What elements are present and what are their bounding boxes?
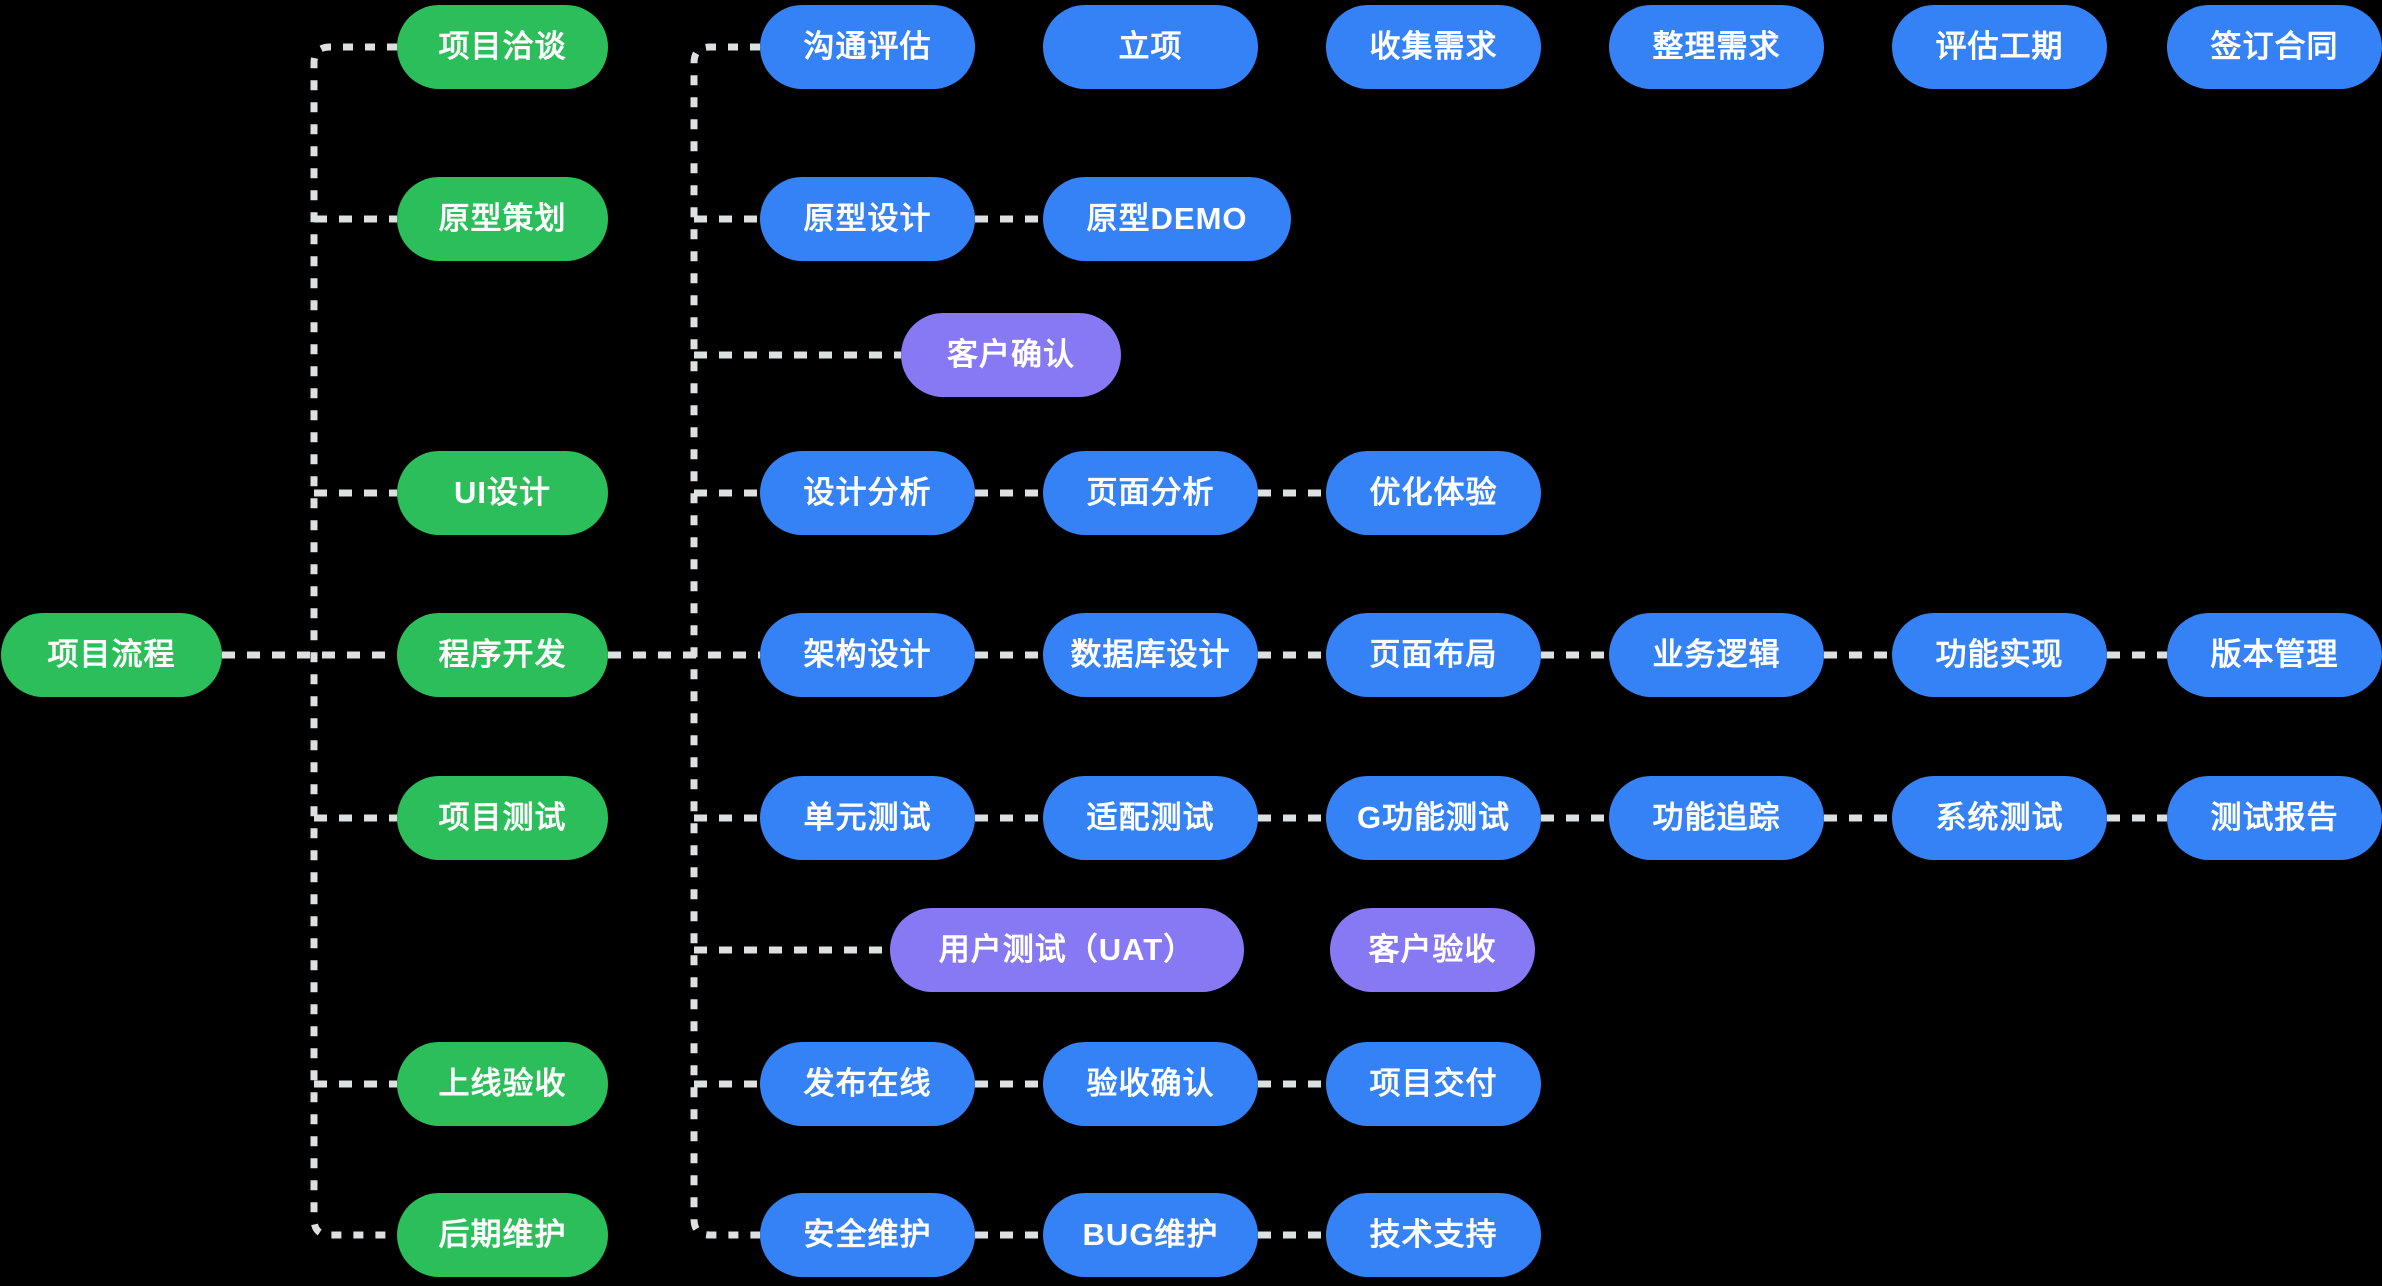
node-design-analysis[interactable]: 设计分析 xyxy=(760,451,975,535)
node-launch-acceptance[interactable]: 上线验收 xyxy=(397,1042,608,1126)
node-version-management[interactable]: 版本管理 xyxy=(2167,613,2382,697)
node-compatibility-test[interactable]: 适配测试 xyxy=(1043,776,1258,860)
node-prototype-design[interactable]: 原型设计 xyxy=(760,177,975,261)
node-function-test[interactable]: G功能测试 xyxy=(1326,776,1541,860)
node-development[interactable]: 程序开发 xyxy=(397,613,608,697)
node-ui-design[interactable]: UI设计 xyxy=(397,451,608,535)
node-communication-assess[interactable]: 沟通评估 xyxy=(760,5,975,89)
node-test-report[interactable]: 测试报告 xyxy=(2167,776,2382,860)
node-project-delivery[interactable]: 项目交付 xyxy=(1326,1042,1541,1126)
node-project-negotiation[interactable]: 项目洽谈 xyxy=(397,5,608,89)
node-bug-maintenance[interactable]: BUG维护 xyxy=(1043,1193,1258,1277)
node-sign-contract[interactable]: 签订合同 xyxy=(2167,5,2382,89)
node-feature-tracking[interactable]: 功能追踪 xyxy=(1609,776,1824,860)
node-organize-requirements[interactable]: 整理需求 xyxy=(1609,5,1824,89)
node-tech-support[interactable]: 技术支持 xyxy=(1326,1193,1541,1277)
node-project-testing[interactable]: 项目测试 xyxy=(397,776,608,860)
node-project-approval[interactable]: 立项 xyxy=(1043,5,1258,89)
node-page-analysis[interactable]: 页面分析 xyxy=(1043,451,1258,535)
node-acceptance-confirm[interactable]: 验收确认 xyxy=(1043,1042,1258,1126)
node-system-test[interactable]: 系统测试 xyxy=(1892,776,2107,860)
node-release-online[interactable]: 发布在线 xyxy=(760,1042,975,1126)
node-client-acceptance[interactable]: 客户验收 xyxy=(1330,908,1535,992)
node-page-layout[interactable]: 页面布局 xyxy=(1326,613,1541,697)
node-project-flow-root[interactable]: 项目流程 xyxy=(1,613,222,697)
node-post-maintenance[interactable]: 后期维护 xyxy=(397,1193,608,1277)
node-user-test-uat[interactable]: 用户测试（UAT） xyxy=(890,908,1244,992)
node-business-logic[interactable]: 业务逻辑 xyxy=(1609,613,1824,697)
node-estimate-schedule[interactable]: 评估工期 xyxy=(1892,5,2107,89)
node-unit-test[interactable]: 单元测试 xyxy=(760,776,975,860)
connector-line xyxy=(690,43,760,1239)
node-database-design[interactable]: 数据库设计 xyxy=(1043,613,1258,697)
node-collect-requirements[interactable]: 收集需求 xyxy=(1326,5,1541,89)
node-security-maintenance[interactable]: 安全维护 xyxy=(760,1193,975,1277)
node-prototype-demo[interactable]: 原型DEMO xyxy=(1043,177,1291,261)
connector-line xyxy=(310,43,397,1239)
node-feature-implementation[interactable]: 功能实现 xyxy=(1892,613,2107,697)
node-architecture-design[interactable]: 架构设计 xyxy=(760,613,975,697)
node-optimize-experience[interactable]: 优化体验 xyxy=(1326,451,1541,535)
node-prototype-planning[interactable]: 原型策划 xyxy=(397,177,608,261)
node-client-confirm[interactable]: 客户确认 xyxy=(901,313,1121,397)
